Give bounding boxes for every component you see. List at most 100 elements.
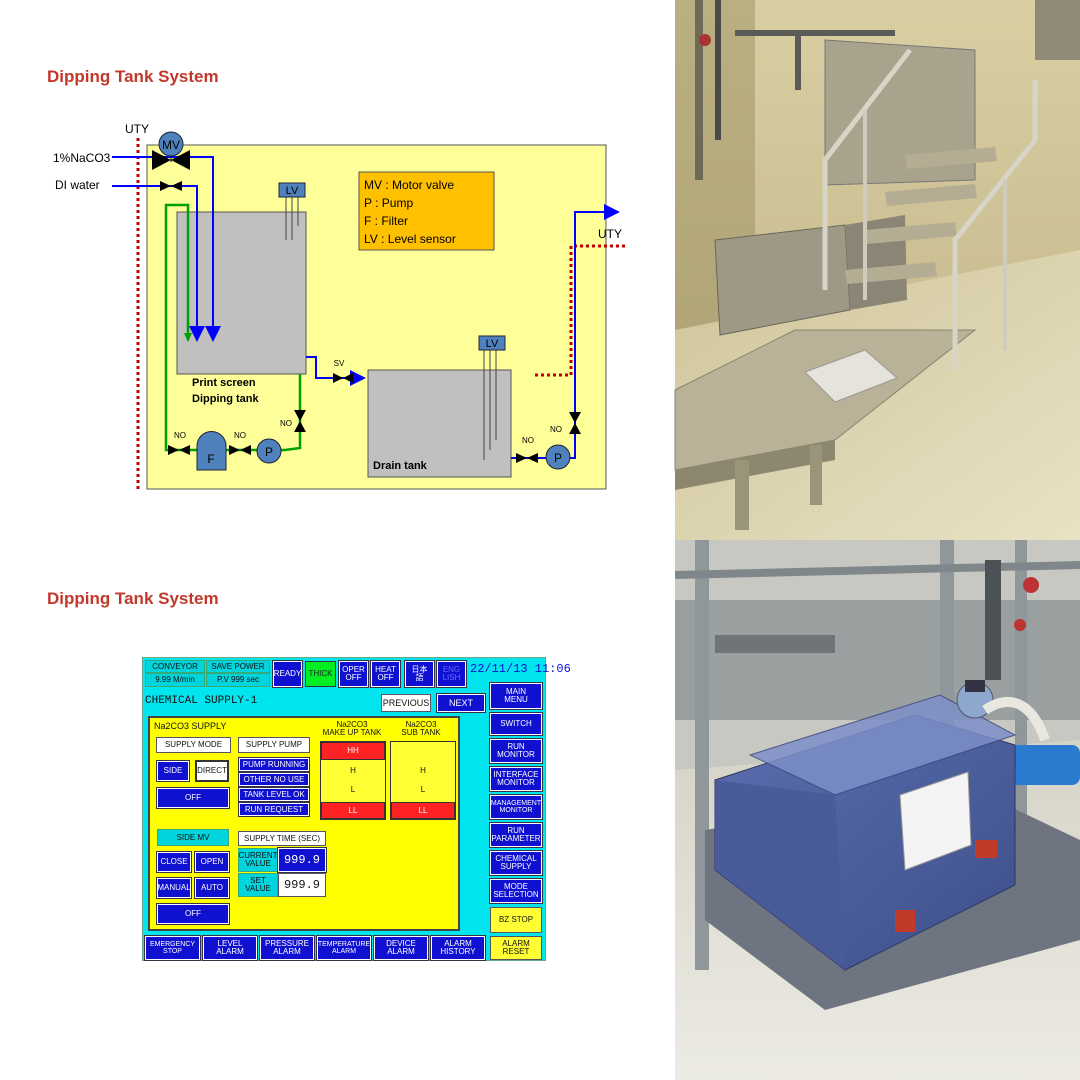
sub-level-ll: LL — [391, 802, 455, 819]
pump2-label: P — [554, 451, 562, 465]
save-power-label: SAVE POWER — [206, 660, 270, 673]
hmi-screen: CONVEYOR 9.99 M/min SAVE POWER P.V 999 s… — [142, 657, 571, 961]
dipping-tank-label-2: Dipping tank — [192, 393, 259, 405]
level-alarm-button[interactable]: LEVEL ALARM — [202, 935, 258, 961]
auto-button[interactable]: AUTO — [194, 877, 230, 899]
no-valve-3-icon — [294, 410, 306, 432]
naco3-label: 1%NaCO3 — [53, 151, 111, 165]
makeup-tank-levels: HH H L LL — [320, 741, 386, 820]
set-value-input[interactable]: 999.9 — [278, 873, 326, 897]
mode-off-button[interactable]: OFF — [156, 787, 230, 809]
dipping-tank — [176, 211, 307, 375]
main-menu-button[interactable]: MAIN MENU — [489, 682, 543, 710]
next-button[interactable]: NEXT — [436, 693, 486, 713]
pressure-alarm-button[interactable]: PRESSURE ALARM — [259, 935, 315, 961]
direct-button[interactable]: DIRECT — [195, 760, 229, 782]
bz-stop-button[interactable]: BZ STOP — [490, 907, 542, 933]
temperature-alarm-button[interactable]: TEMPERATURE ALARM — [316, 935, 372, 961]
legend-mv: MV : Motor valve — [364, 178, 454, 192]
run-parameter-button[interactable]: RUN PARAMETER — [489, 822, 543, 848]
makeup-level-h: H — [350, 766, 356, 775]
switch-button[interactable]: SWITCH — [489, 712, 543, 736]
sub-tank-levels: H L LL — [390, 741, 456, 820]
dipping-tank-diagram: MV LV LV SV Print screen Dipping tank Dr… — [53, 122, 627, 490]
no-valve-4-icon — [516, 453, 538, 463]
supply-panel: Na2CO3 SUPPLY SUPPLY MODE SIDE DIRECT OF… — [148, 716, 460, 931]
no1-label: NO — [174, 431, 186, 440]
pump-running-status: PUMP RUNNING — [238, 757, 310, 772]
mv-off-button[interactable]: OFF — [156, 903, 230, 925]
lv1-label: LV — [286, 185, 299, 197]
lv2-label: LV — [486, 338, 499, 350]
tank-level-ok-status: TANK LEVEL OK — [238, 787, 310, 802]
alarm-reset-button[interactable]: ALARM RESET — [490, 936, 542, 960]
di-valve-icon — [160, 181, 182, 191]
run-monitor-button[interactable]: RUN MONITOR — [489, 738, 543, 764]
level-sensor-1-icon — [278, 182, 306, 198]
supply-section-title: Na2CO3 SUPPLY — [154, 721, 227, 731]
supply-time-label: SUPPLY TIME (SEC) — [238, 831, 326, 846]
chemical-supply-button[interactable]: CHEMICAL SUPPLY — [489, 850, 543, 876]
close-button[interactable]: CLOSE — [156, 851, 192, 873]
oper-off-button[interactable]: OPER OFF — [338, 660, 369, 688]
current-value-label: CURRENT VALUE — [238, 848, 278, 872]
pump1-label: P — [265, 445, 273, 459]
english-button[interactable]: ENG LISH — [436, 660, 467, 688]
drain-tank-label: Drain tank — [373, 460, 428, 472]
sv-label: SV — [334, 359, 345, 368]
makeup-tank-label: Na2CO3 MAKE UP TANK — [322, 720, 382, 737]
legend-f: F : Filter — [364, 214, 408, 228]
previous-button[interactable]: PREVIOUS — [381, 694, 431, 712]
screen-title: CHEMICAL SUPPLY-1 — [145, 695, 258, 707]
other-no-use-status: OTHER NO USE — [238, 772, 310, 787]
di-water-line — [112, 185, 205, 342]
sub-tank-label: Na2CO3 SUB TANK — [401, 720, 441, 737]
no3-label: NO — [280, 419, 292, 428]
heat-off-button[interactable]: HEAT OFF — [370, 660, 401, 688]
sub-level-l: L — [420, 785, 426, 794]
sv-valve-icon — [333, 373, 353, 383]
emergency-stop-button[interactable]: EMERGENCY STOP — [144, 935, 201, 961]
ready-button[interactable]: READY — [272, 660, 303, 688]
sub-level-h: H — [420, 766, 426, 775]
photo-stairs-tank — [674, 0, 1080, 540]
side-button[interactable]: SIDE — [156, 760, 190, 782]
drain-tank — [367, 369, 512, 478]
manual-button[interactable]: MANUAL — [156, 877, 192, 899]
pump-2-icon — [545, 444, 571, 470]
dipping-tank-label-1: Print screen — [192, 377, 256, 389]
drain-out-line — [511, 204, 620, 459]
utility-line-right — [535, 244, 627, 377]
mv-valve-icon — [152, 150, 190, 170]
naco3-line — [112, 156, 221, 342]
hmi-section-title: Dipping Tank System — [47, 589, 219, 608]
diagram-title: Dipping Tank System — [47, 67, 219, 86]
makeup-level-ll: LL — [321, 802, 385, 819]
datetime: 22/11/13 11:06 — [470, 662, 571, 676]
management-monitor-button[interactable]: MANAGEMENT MONITOR — [489, 794, 543, 820]
conveyor-label: CONVEYOR — [145, 660, 205, 673]
no5-label: NO — [550, 425, 562, 434]
uty-right-label: UTY — [598, 227, 622, 241]
photo-dipping-tank — [674, 540, 1080, 1080]
level-sensor-2-icon — [478, 335, 506, 351]
open-button[interactable]: OPEN — [194, 851, 230, 873]
thick-button[interactable]: THICK — [305, 661, 336, 687]
conveyor-value: 9.99 M/min — [145, 673, 205, 687]
mv-label: MV — [162, 138, 180, 152]
japanese-button[interactable]: 日本 語 — [404, 660, 435, 688]
device-alarm-button[interactable]: DEVICE ALARM — [373, 935, 429, 961]
no4-label: NO — [522, 436, 534, 445]
no-valve-5-icon — [569, 412, 581, 434]
side-mv-label: SIDE MV — [157, 829, 229, 846]
no-valve-1-icon — [168, 445, 190, 455]
makeup-level-l: L — [350, 785, 356, 794]
interface-monitor-button[interactable]: INTERFACE MONITOR — [489, 766, 543, 792]
mode-selection-button[interactable]: MODE SELECTION — [489, 878, 543, 904]
legend-box — [358, 171, 495, 251]
di-water-label: DI water — [55, 178, 100, 192]
legend-p: P : Pump — [364, 196, 413, 210]
alarm-history-button[interactable]: ALARM HISTORY — [430, 935, 486, 961]
makeup-level-hh: HH — [321, 742, 385, 760]
legend-lv: LV : Level sensor — [364, 232, 456, 246]
